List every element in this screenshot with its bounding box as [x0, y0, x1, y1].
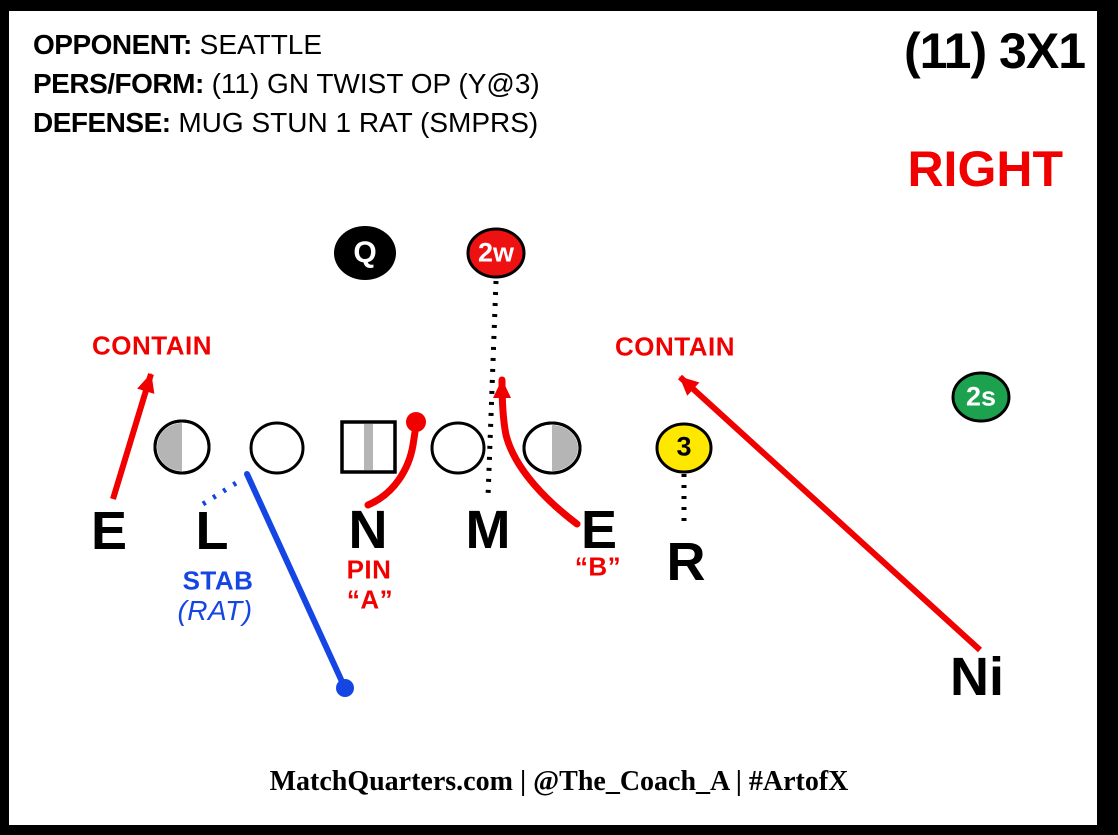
- opponent-line: OPPONENT: SEATTLE: [33, 25, 540, 64]
- 2s-badge: [951, 371, 1011, 423]
- rat-drop-line: [244, 471, 347, 689]
- defender-end-left: E: [90, 501, 128, 561]
- nickel-contain-arrow: [677, 374, 983, 653]
- defender-nickel: Ni: [950, 647, 1004, 707]
- card-background: [9, 11, 1097, 825]
- offensive-line: [153, 419, 582, 475]
- opponent-value: SEATTLE: [199, 29, 323, 60]
- matchup-header: OPPONENT: SEATTLE PERS/FORM: (11) GN TWI…: [33, 25, 540, 142]
- qb-badge: [334, 226, 396, 280]
- pers-form-line: PERS/FORM: (11) GN TWIST OP (Y@3): [33, 64, 540, 103]
- b-gap-label: “B”: [574, 551, 622, 582]
- defense-line: DEFENSE: MUG STUN 1 RAT (SMPRS): [33, 103, 540, 142]
- 2w-drop-dotted-line: [485, 280, 499, 498]
- stab-dotted-line: [201, 477, 243, 507]
- stab-label: STAB: [182, 565, 254, 596]
- defender-mike: M: [465, 500, 511, 560]
- contain-label-right: CONTAIN: [614, 331, 736, 362]
- lt-left-shade: [157, 423, 182, 471]
- lt-outline: [153, 419, 211, 475]
- pers-form-value: (11) GN TWIST OP (Y@3): [211, 68, 540, 99]
- contain-arrow-left: [110, 373, 155, 500]
- pin-stunt-endpoint: [406, 412, 426, 432]
- center-square-bar: [364, 424, 373, 470]
- 2s-label: 2s: [965, 381, 997, 412]
- defender-lb-left: L: [195, 501, 229, 561]
- defender-end-right: E: [580, 500, 618, 560]
- 3-label: 3: [676, 431, 692, 462]
- rat-label: (RAT): [177, 595, 253, 626]
- contain-label-left: CONTAIN: [91, 330, 213, 361]
- 2w-label: 2w: [477, 237, 515, 268]
- defender-nose: N: [348, 500, 388, 560]
- formation-tag: (11) 3X1: [903, 23, 1086, 79]
- defense-value: MUG STUN 1 RAT (SMPRS): [178, 107, 539, 138]
- rt-right-shade: [552, 425, 578, 471]
- credit-line: MatchQuarters.com | @The_Coach_A | #Arto…: [269, 766, 849, 797]
- qb-label: Q: [353, 236, 377, 269]
- b-gap-stunt-arrow: [493, 376, 581, 528]
- 2w-badge: [466, 227, 526, 279]
- defense-label: DEFENSE:: [33, 107, 171, 138]
- rt-outline: [522, 421, 582, 475]
- opponent-label: OPPONENT:: [33, 29, 192, 60]
- rg-circle: [430, 421, 486, 475]
- direction-tag: RIGHT: [907, 141, 1063, 197]
- 3-badge: [655, 422, 713, 474]
- pin-stunt-line: [364, 428, 419, 509]
- lg-circle: [249, 421, 305, 475]
- rat-drop-endpoint: [336, 679, 354, 697]
- pin-label: PIN: [346, 554, 392, 585]
- pin-gap-label: “A”: [346, 584, 394, 615]
- defender-rover: R: [666, 532, 706, 592]
- pers-form-label: PERS/FORM:: [33, 68, 204, 99]
